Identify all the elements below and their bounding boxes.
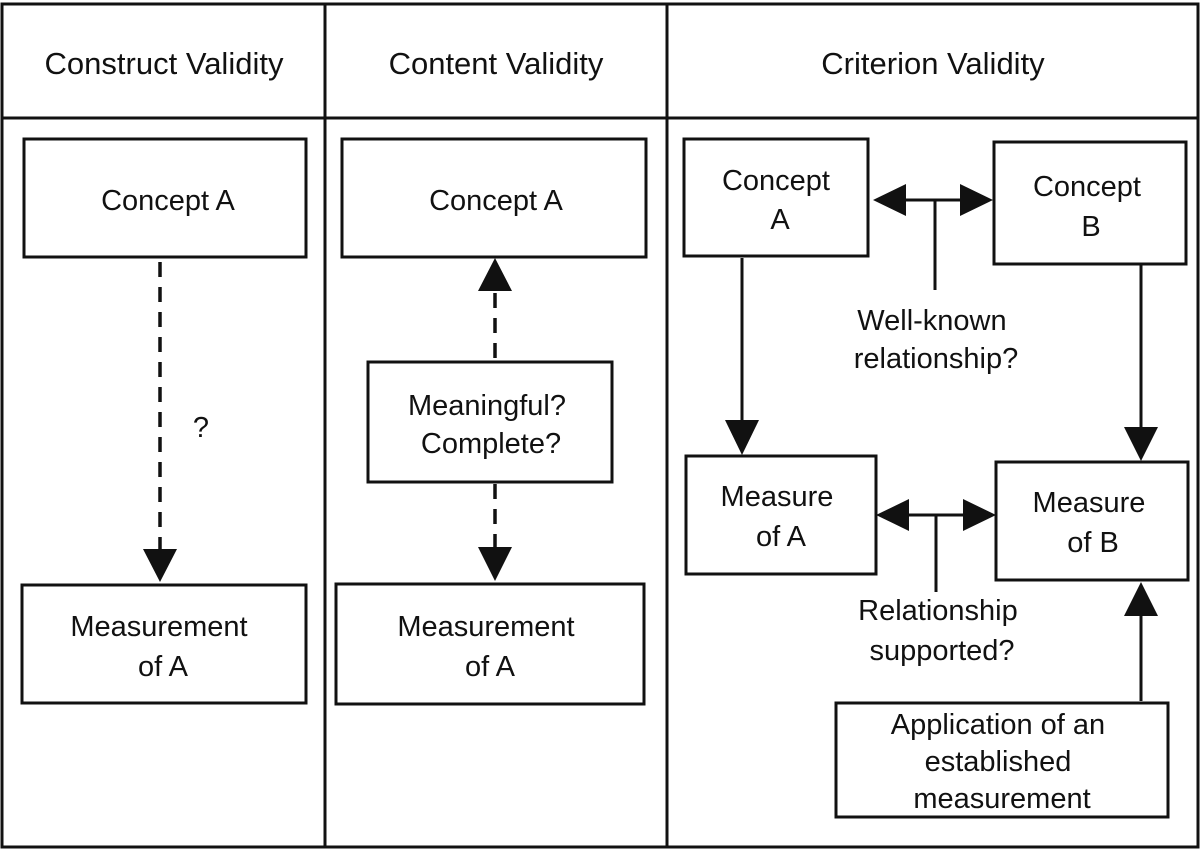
criterion-application-line-1: Application of an (891, 709, 1105, 741)
construct-measurement-line-1: Measurement (70, 611, 247, 643)
construct-question-mark: ? (193, 412, 209, 444)
criterion-validity-header: Criterion Validity (821, 46, 1045, 81)
content-measurement-line-2: of A (465, 651, 516, 683)
criterion-measure-b-line-2: of B (1067, 527, 1119, 559)
content-concept-label: Concept A (429, 185, 563, 217)
content-check-line-1: Meaningful? (408, 390, 566, 422)
construct-concept-label: Concept A (101, 185, 235, 217)
content-dashed-arrow-down (478, 484, 512, 581)
criterion-concept-b-line-1: Concept (1033, 171, 1141, 203)
criterion-application-line-2: established (925, 746, 1072, 778)
concept-b-to-measure-b-arrow (1124, 265, 1158, 461)
content-check-box: Meaningful? Complete? (366, 360, 614, 484)
content-measurement-label: Measurement of A (397, 611, 582, 683)
content-measurement-line-1: Measurement (397, 611, 574, 643)
relationship-supported-line-2: supported? (869, 635, 1014, 667)
criterion-application-box: Application of an established measuremen… (834, 701, 1170, 819)
construct-dashed-arrow (143, 262, 177, 582)
content-validity-header: Content Validity (389, 46, 604, 81)
well-known-relationship-label: Well-known relationship? (854, 305, 1018, 375)
criterion-measure-a-box: Measure of A (684, 454, 878, 576)
criterion-measure-a-label: Measure of A (721, 481, 842, 553)
construct-measurement-box: Measurement of A (20, 583, 308, 705)
criterion-measure-a-line-2: of A (756, 521, 807, 553)
concept-a-to-measure-a-arrow (725, 258, 759, 455)
criterion-measure-a-line-1: Measure (721, 481, 834, 513)
well-known-relationship-line-2: relationship? (854, 343, 1018, 375)
construct-validity-header: Construct Validity (45, 46, 284, 81)
relationship-supported-label: Relationship supported? (858, 595, 1026, 667)
concept-relationship-double-arrow (873, 184, 993, 290)
criterion-concept-b-line-2: B (1081, 211, 1100, 243)
construct-concept-box: Concept A (22, 137, 308, 259)
well-known-relationship-line-1: Well-known (857, 305, 1006, 337)
criterion-application-line-3: measurement (913, 783, 1090, 815)
criterion-measure-b-line-1: Measure (1033, 487, 1146, 519)
criterion-application-label: Application of an established measuremen… (891, 709, 1114, 815)
measure-relationship-double-arrow (876, 499, 996, 592)
construct-measurement-line-2: of A (138, 651, 189, 683)
content-dashed-arrow-up (478, 258, 512, 360)
content-measurement-box: Measurement of A (334, 582, 646, 706)
criterion-concept-b-label: Concept B (1033, 171, 1149, 243)
content-check-line-2: Complete? (421, 428, 561, 460)
criterion-concept-a-box: Concept A (682, 137, 870, 258)
criterion-concept-b-box: Concept B (992, 140, 1188, 266)
construct-measurement-label: Measurement of A (70, 611, 255, 683)
criterion-concept-a-line-2: A (770, 204, 790, 236)
criterion-concept-a-line-1: Concept (722, 165, 830, 197)
content-concept-box: Concept A (340, 137, 648, 259)
relationship-supported-line-1: Relationship (858, 595, 1018, 627)
content-check-label: Meaningful? Complete? (408, 390, 574, 460)
criterion-measure-b-box: Measure of B (994, 460, 1190, 582)
criterion-concept-a-label: Concept A (722, 165, 838, 236)
application-to-measure-b-arrow (1124, 582, 1158, 701)
criterion-measure-b-label: Measure of B (1033, 487, 1154, 559)
